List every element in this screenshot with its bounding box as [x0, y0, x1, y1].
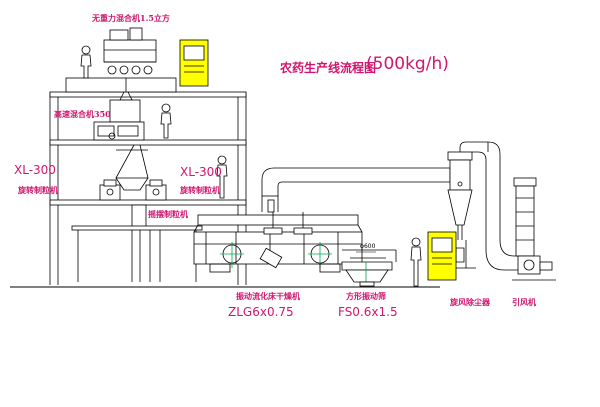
cyclone-separator [444, 151, 476, 269]
fluid-bed-dryer [193, 212, 363, 273]
operator-figures [80, 45, 422, 287]
granulator-right-name: 旋转制粒机 [180, 185, 220, 195]
screen-name-label: 方形振动筛 [346, 291, 386, 301]
dryer-name-label: 振动流化床干燥机 [236, 291, 300, 301]
rotary-granulator-left [99, 179, 121, 201]
high-speed-mixer [93, 99, 145, 141]
dryer-model-label: ZLG6x0.75 [228, 305, 294, 319]
vibrating-screen [341, 249, 397, 287]
screen-model-label: FS0.6x1.5 [338, 305, 398, 319]
feed-chute [115, 144, 149, 191]
rotary-granulator-right [145, 179, 167, 201]
granulator-left-model: XL-300 [14, 163, 56, 177]
swing-granulator [71, 204, 203, 282]
cyclone-label: 旋风除尘器 [450, 297, 490, 307]
fan-label: 引风机 [512, 297, 536, 307]
diagram-title: 农药生产线流程图 [280, 61, 377, 75]
exhaust-duct [459, 141, 520, 271]
air-duct [261, 167, 451, 213]
swing-granulator-label: 摇摆制粒机 [148, 209, 188, 219]
capacity-label: (500kg/h) [366, 54, 449, 74]
induced-draft-fan [512, 177, 556, 281]
granulator-right-model: XL-300 [180, 165, 222, 179]
gravity-free-mixer [103, 27, 157, 101]
mixer-mid-label: 高速混合机350 [54, 109, 111, 119]
building-frame [10, 77, 440, 288]
dimension-label: φ600 [360, 243, 376, 250]
control-cabinets [179, 39, 457, 281]
mixer-top-label: 无重力混合机1.5立方 [92, 13, 170, 23]
granulator-left-name: 旋转制粒机 [18, 185, 58, 195]
